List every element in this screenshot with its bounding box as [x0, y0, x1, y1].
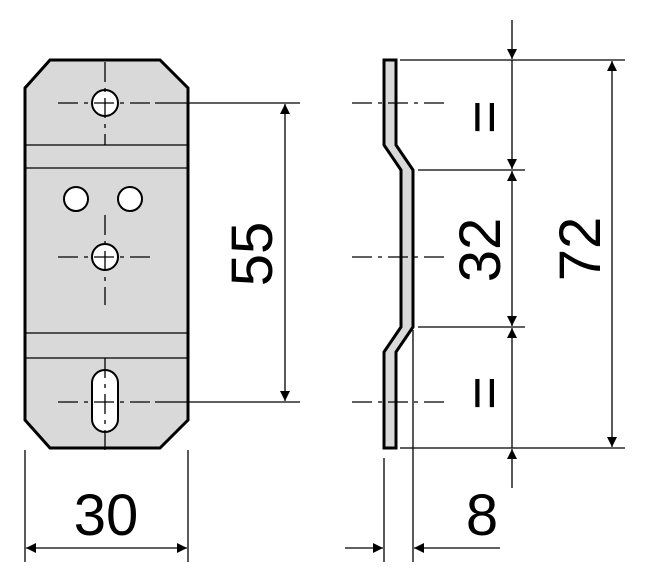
dimension-8: 8 [345, 330, 500, 562]
dimension-label-72: 72 [548, 217, 613, 282]
small-hole-left [63, 186, 89, 212]
dimension-label-30: 30 [74, 483, 139, 548]
dimension-label-55: 55 [220, 222, 285, 287]
dimension-30: 30 [24, 450, 189, 562]
equal-mark-top: = [452, 100, 517, 134]
small-hole-right [117, 186, 143, 212]
dimension-label-32: 32 [448, 218, 513, 283]
equal-mark-bottom: = [452, 376, 517, 410]
dimension-label-8: 8 [466, 483, 498, 548]
side-view [352, 58, 446, 450]
front-view [23, 58, 190, 450]
dimension-55: 55 [155, 102, 300, 403]
plate-profile [382, 58, 415, 450]
right-dimensions: 72 32 = = [400, 20, 625, 488]
